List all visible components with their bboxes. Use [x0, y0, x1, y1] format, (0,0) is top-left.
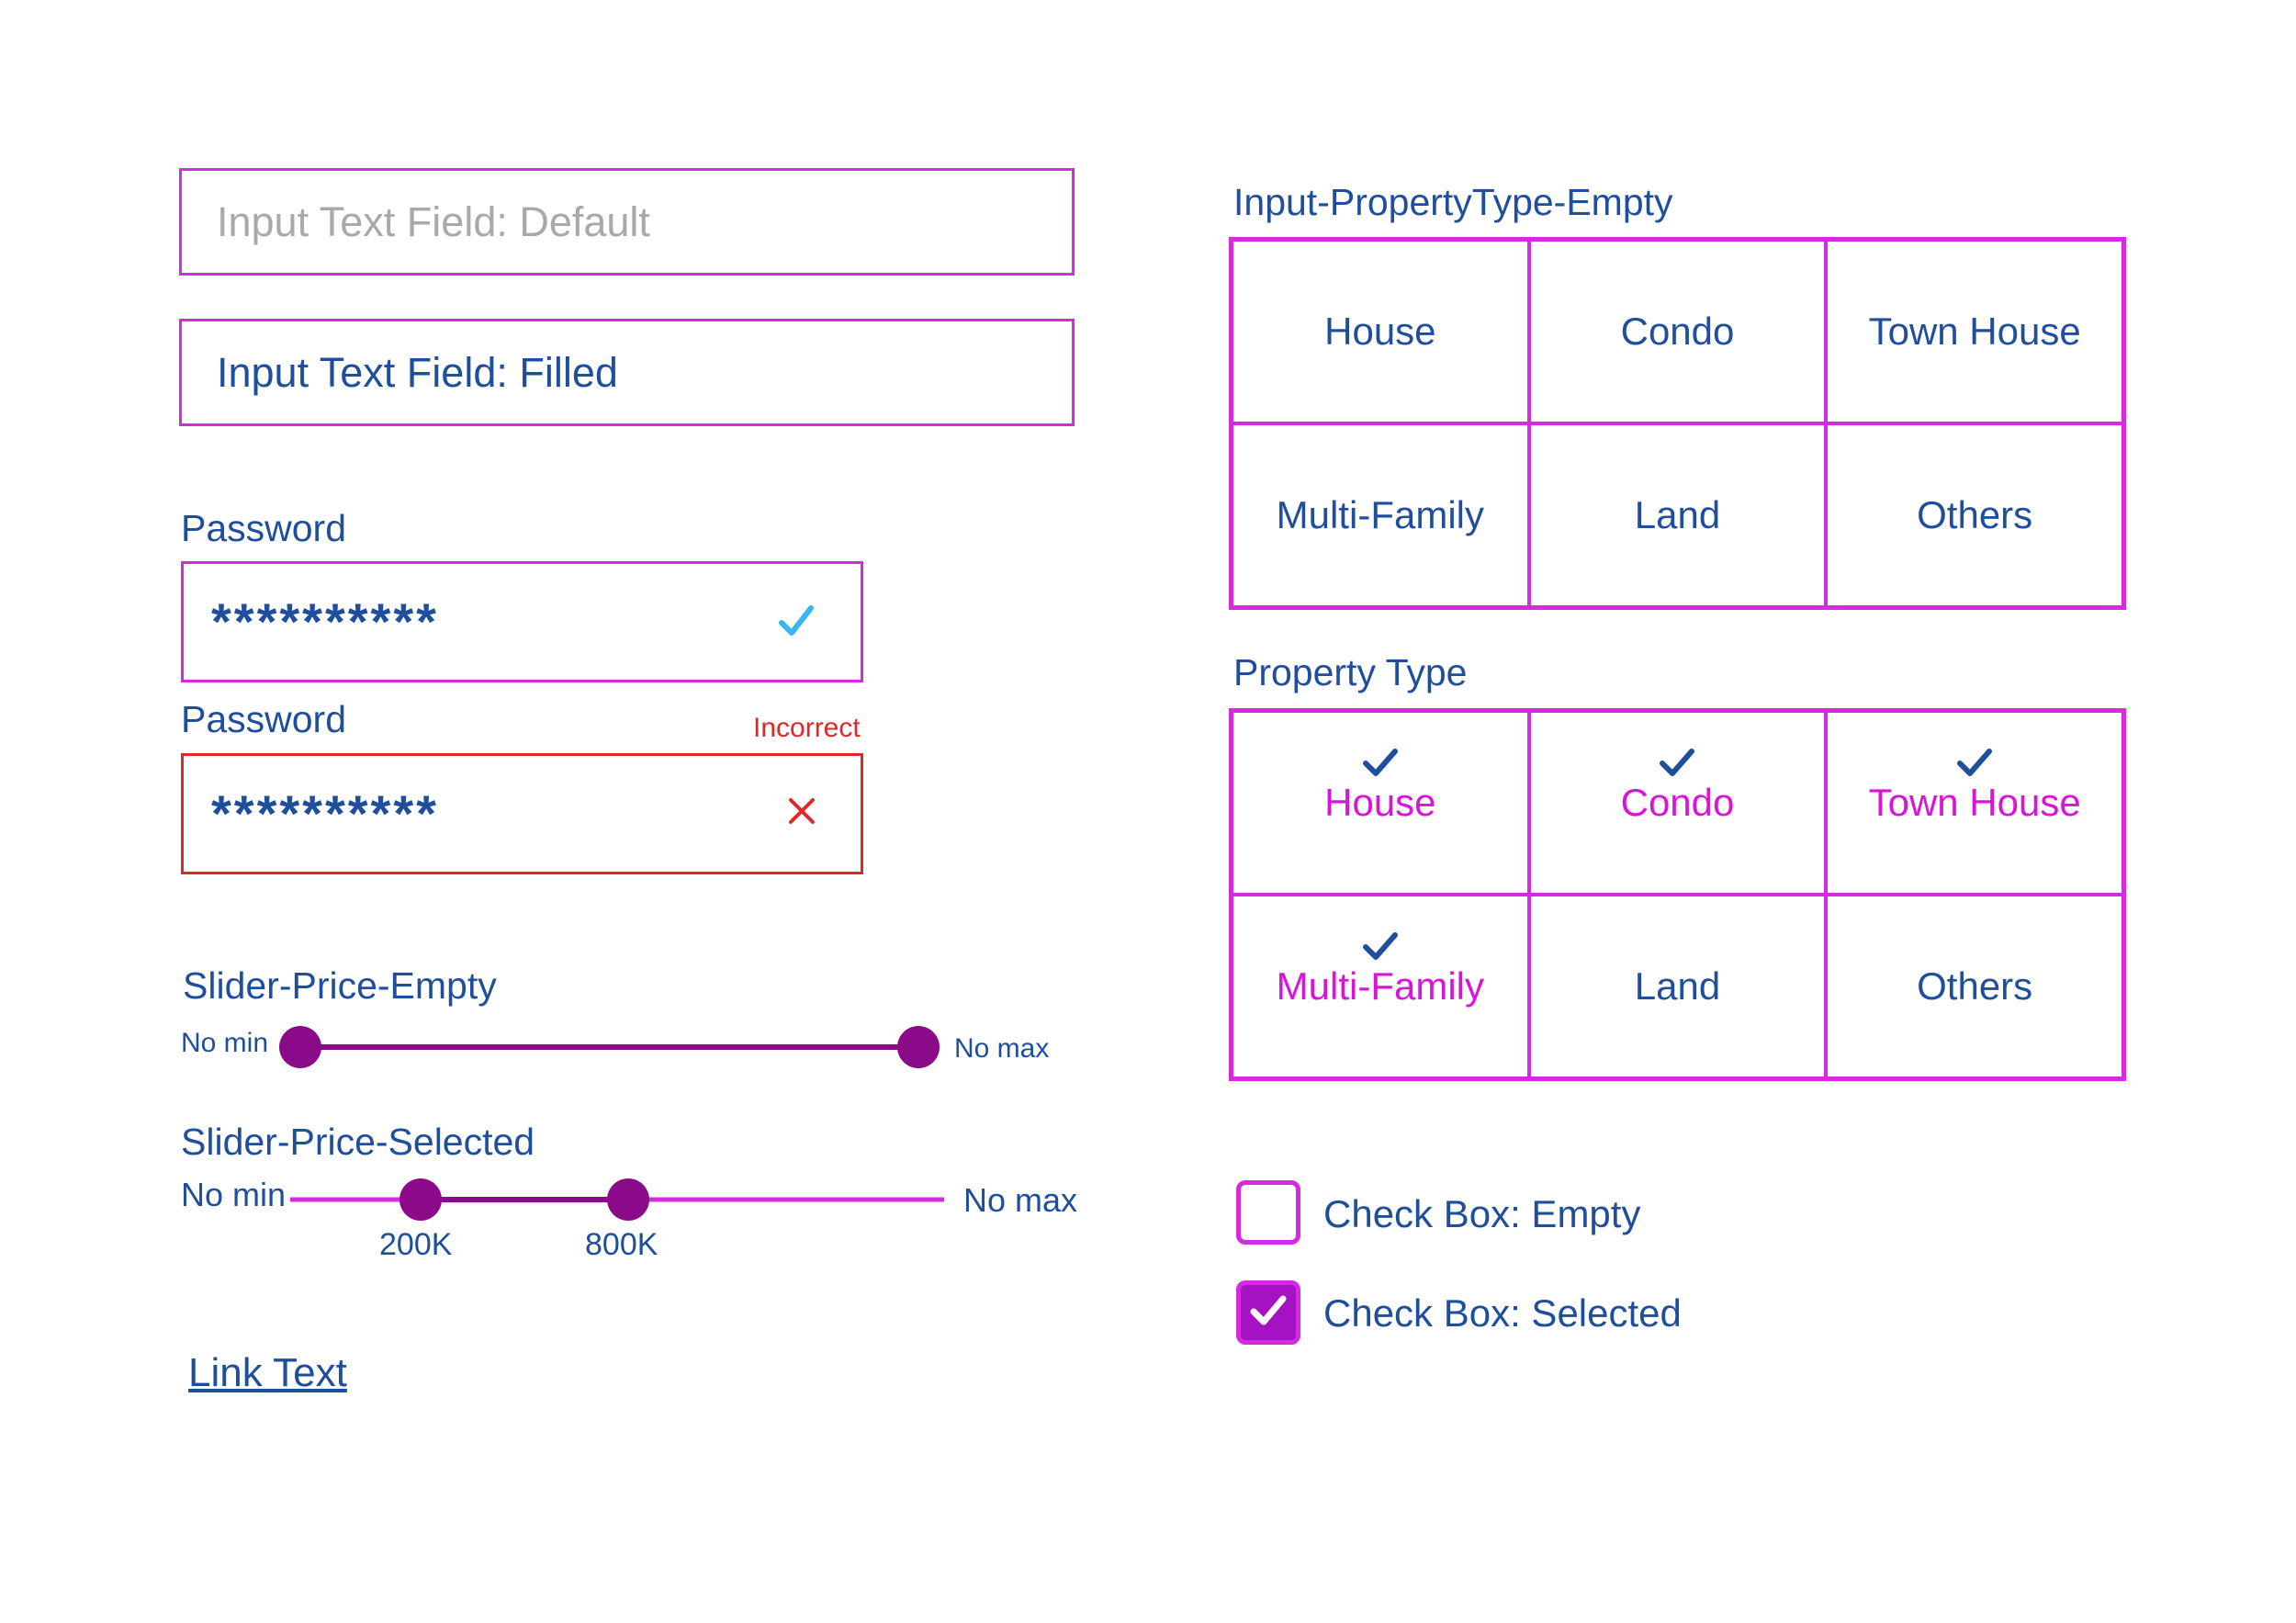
- password-value: **********: [211, 592, 439, 650]
- option-label: House: [1324, 310, 1436, 353]
- check-icon: [1659, 744, 1695, 788]
- slider-selected-max-label: No max: [963, 1181, 1078, 1219]
- slider-empty-title: Slider-Price-Empty: [183, 964, 497, 1007]
- option-label: Land: [1634, 964, 1721, 1008]
- password-field-valid[interactable]: **********: [181, 561, 863, 682]
- property-option-town-house[interactable]: Town House: [1826, 240, 2123, 423]
- check-icon: [1956, 744, 1993, 788]
- slider-selected-track[interactable]: [285, 1176, 946, 1222]
- slider-selected-title: Slider-Price-Selected: [181, 1121, 535, 1163]
- slider-low-handle: [400, 1178, 442, 1221]
- check-icon: [1362, 928, 1399, 972]
- property-option-condo[interactable]: Condo: [1528, 240, 1827, 423]
- slider-high-value: 800K: [585, 1227, 658, 1262]
- password-label: Password: [181, 698, 347, 740]
- password-label: Password: [181, 507, 347, 549]
- property-option-multi-family[interactable]: Multi-Family: [1232, 423, 1529, 607]
- option-label: Condo: [1620, 781, 1735, 824]
- option-label: Others: [1917, 493, 2033, 536]
- slider-empty-min-label: No min: [181, 1028, 269, 1058]
- property-option-house[interactable]: House: [1232, 711, 1529, 895]
- option-label: Town House: [1868, 310, 2081, 353]
- property-option-town-house[interactable]: Town House: [1826, 711, 2123, 895]
- property-option-multi-family[interactable]: Multi-Family: [1232, 895, 1529, 1078]
- property-empty-title: Input-PropertyType-Empty: [1233, 181, 1673, 223]
- property-type-grid-empty: House Condo Town House Multi-Family Land…: [1229, 237, 2126, 610]
- text-input-filled-value: Input Text Field: Filled: [217, 348, 618, 396]
- slider-empty-max-label: No max: [954, 1033, 1050, 1064]
- error-message: Incorrect: [753, 713, 861, 743]
- property-option-land[interactable]: Land: [1528, 423, 1827, 607]
- text-input-default[interactable]: Input Text Field: Default: [179, 168, 1075, 276]
- text-input-default-placeholder: Input Text Field: Default: [217, 197, 650, 245]
- option-label: Condo: [1620, 310, 1735, 353]
- slider-high-handle: [607, 1178, 649, 1221]
- property-option-others[interactable]: Others: [1826, 423, 2123, 607]
- checkbox-selected[interactable]: [1236, 1280, 1300, 1345]
- password-field-invalid[interactable]: **********: [181, 753, 863, 874]
- slider-empty-max-handle: [897, 1026, 940, 1068]
- link-text[interactable]: Link Text: [188, 1350, 347, 1395]
- checkbox-empty[interactable]: [1236, 1180, 1300, 1245]
- option-label: Land: [1634, 493, 1721, 536]
- property-selected-title: Property Type: [1233, 651, 1468, 693]
- slider-empty-min-handle: [279, 1026, 321, 1068]
- property-option-land[interactable]: Land: [1528, 895, 1827, 1078]
- checkbox-selected-label: Check Box: Selected: [1323, 1291, 1682, 1335]
- slider-empty-track[interactable]: [276, 1024, 946, 1070]
- option-label: Others: [1917, 964, 2033, 1008]
- check-icon: [1362, 744, 1399, 788]
- property-option-others[interactable]: Others: [1826, 895, 2123, 1078]
- option-label: House: [1324, 781, 1436, 824]
- property-type-grid-selected: House Condo Town House Multi-Family Land…: [1229, 708, 2126, 1081]
- option-label: Town House: [1868, 781, 2081, 824]
- password-value: **********: [211, 784, 439, 842]
- option-label: Multi-Family: [1276, 493, 1484, 536]
- text-input-filled[interactable]: Input Text Field: Filled: [179, 319, 1075, 426]
- property-option-condo[interactable]: Condo: [1528, 711, 1827, 895]
- valid-check-icon: [776, 601, 816, 646]
- slider-low-value: 200K: [379, 1227, 453, 1262]
- property-option-house[interactable]: House: [1232, 240, 1529, 423]
- check-icon: [1249, 1294, 1288, 1332]
- checkbox-empty-label: Check Box: Empty: [1323, 1192, 1641, 1235]
- option-label: Multi-Family: [1276, 964, 1484, 1008]
- slider-selected-min-label: No min: [181, 1176, 287, 1213]
- error-x-icon: [786, 795, 817, 831]
